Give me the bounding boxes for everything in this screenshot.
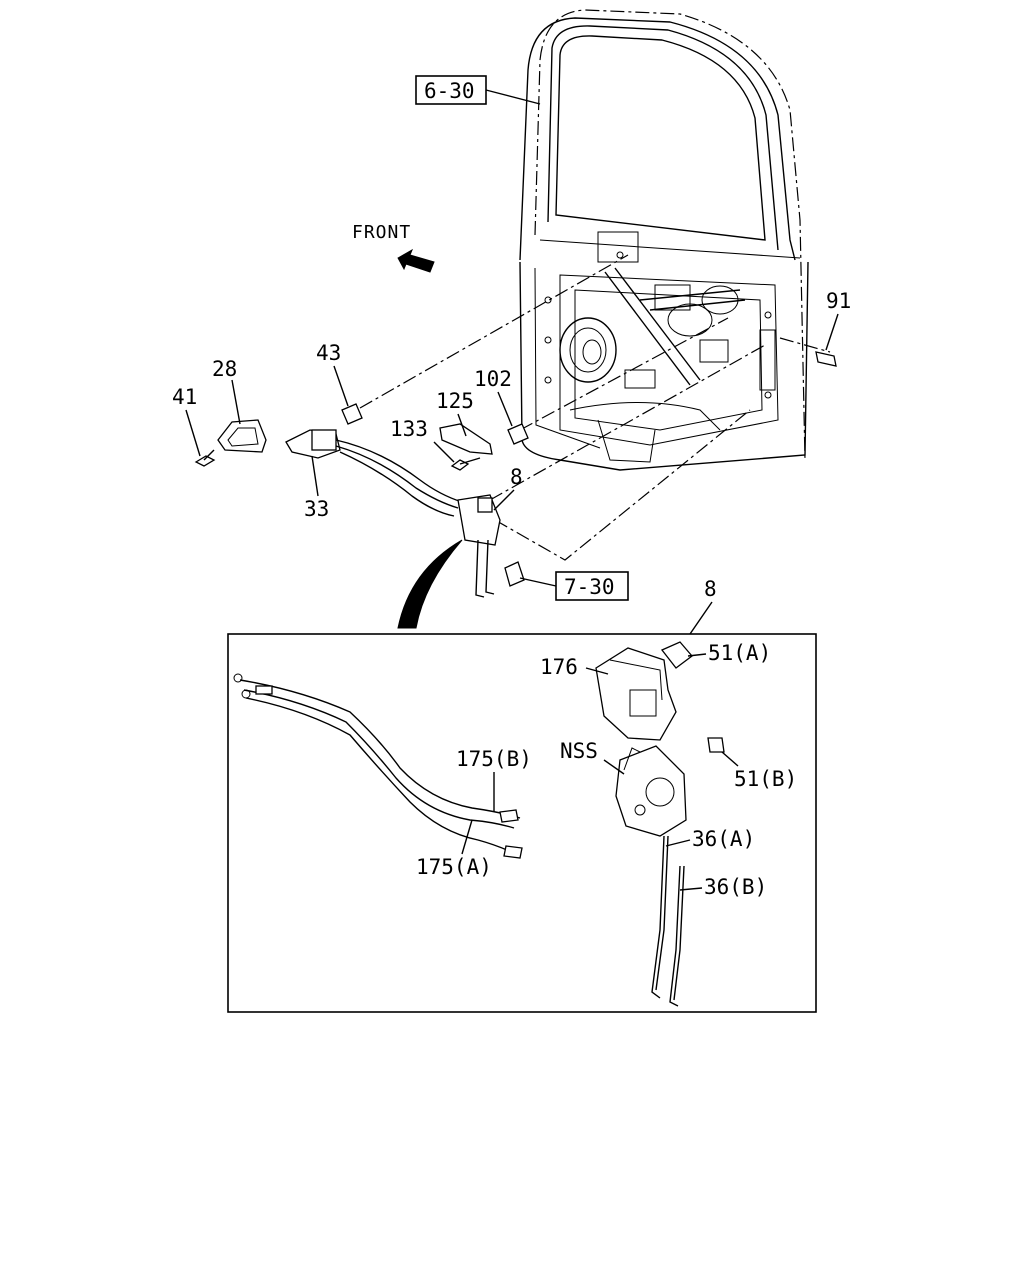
screw-41 xyxy=(194,449,216,467)
detail-pointer-icon xyxy=(397,539,463,629)
front-label: FRONT xyxy=(352,222,411,243)
callout-91: 91 xyxy=(826,289,851,313)
clip-43 xyxy=(341,403,363,425)
callout-43: 43 xyxy=(316,341,341,365)
ref-door-label: 6-30 xyxy=(424,79,475,103)
bracket-125 xyxy=(439,423,493,455)
screw-91 xyxy=(815,351,837,367)
callout-176: 176 xyxy=(540,655,578,679)
ref-lock-label: 7-30 xyxy=(564,575,615,599)
door-latch xyxy=(615,745,687,837)
top-callouts: 28 41 43 33 133 125 102 8 91 xyxy=(172,289,851,521)
door-assembly xyxy=(519,9,809,471)
callout-33: 33 xyxy=(304,497,329,521)
callout-51a: 51(A) xyxy=(708,641,771,665)
clip-51a xyxy=(660,641,693,669)
ref-lock[interactable]: 7-30 xyxy=(519,571,629,601)
handle-bezel xyxy=(217,419,267,453)
cables-175 xyxy=(233,673,523,859)
leader-lines xyxy=(359,254,831,561)
callout-51b: 51(B) xyxy=(734,767,797,791)
callout-8-detail: 8 xyxy=(704,577,717,601)
callout-nss: NSS xyxy=(560,739,598,763)
outside-handle-parts xyxy=(194,351,837,598)
detail-callouts: 176 51(A) NSS 51(B) 175(B) 175(A) 36(A) … xyxy=(416,641,797,899)
callout-8-top: 8 xyxy=(510,465,523,489)
callout-41: 41 xyxy=(172,385,197,409)
rod-36a xyxy=(651,835,665,999)
clip-102 xyxy=(507,423,529,445)
callout-175b: 175(B) xyxy=(456,747,532,771)
callout-102: 102 xyxy=(474,367,512,391)
front-arrow-icon xyxy=(397,248,435,273)
callout-36a: 36(A) xyxy=(692,827,755,851)
callout-28: 28 xyxy=(212,357,237,381)
callout-175a: 175(A) xyxy=(416,855,492,879)
callout-125: 125 xyxy=(436,389,474,413)
detail-box: 8 xyxy=(227,577,817,1013)
callout-133: 133 xyxy=(390,417,428,441)
front-direction: FRONT xyxy=(352,222,435,273)
screw-51b xyxy=(707,737,725,753)
callout-36b: 36(B) xyxy=(704,875,767,899)
ref-door[interactable]: 6-30 xyxy=(415,75,541,105)
lock-actuator xyxy=(595,647,677,741)
rod-36b xyxy=(669,865,681,1007)
